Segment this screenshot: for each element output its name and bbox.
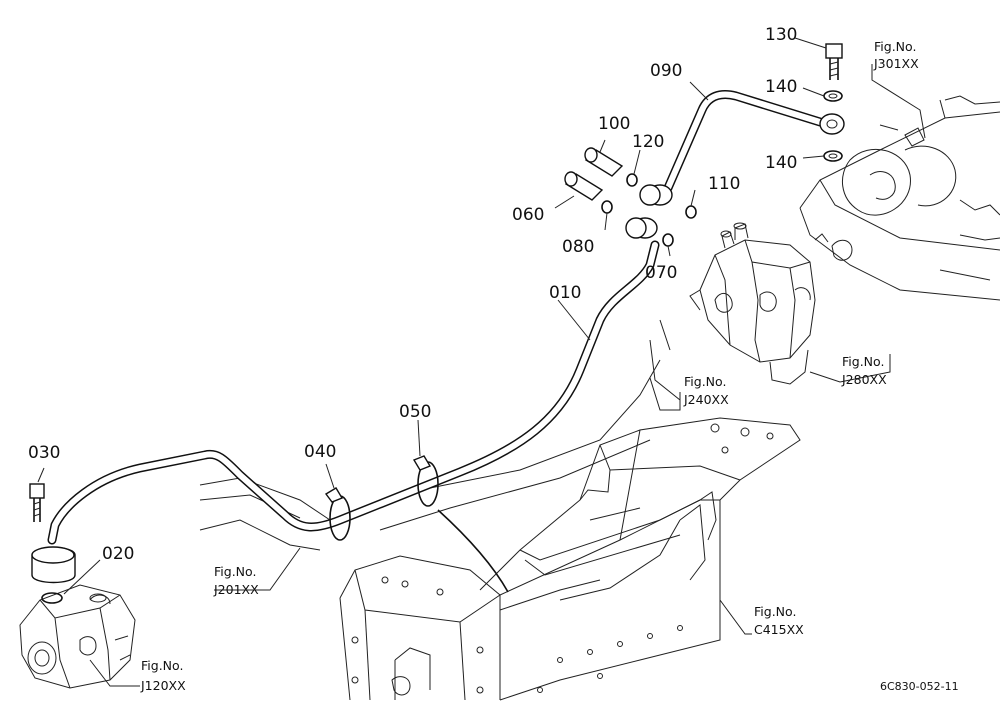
bolt-100 [584,147,624,177]
washer-140-upper [823,90,843,102]
o-ring-020 [41,592,63,604]
fig-ref-j301: J301XX [873,56,919,71]
fig-label-j120: Fig.No. [141,658,183,673]
washer-140-lower [823,150,843,162]
o-ring-080 [601,200,613,214]
fig-ref-j240: J240XX [683,392,729,407]
part-number-060: 060 [512,205,544,225]
part-number-050: 050 [399,402,431,422]
fig-label-j240: Fig.No. [684,374,726,389]
part-number-110: 110 [708,174,740,194]
transmission-frame [339,417,801,701]
leader-lines [37,37,926,687]
bolt-060 [564,171,604,201]
hydraulic-cylinder-case [799,95,1000,301]
fig-ref-c415: C415XX [754,622,804,637]
clamp-mount-arrow [437,509,509,593]
o-ring-120 [626,173,638,187]
clamp-050 [412,455,439,507]
hydraulic-pump [19,584,136,689]
part-number-030: 030 [28,443,60,463]
fig-label-c415: Fig.No. [754,604,796,619]
part-number-100: 100 [598,114,630,134]
fig-label-j280: Fig.No. [842,354,884,369]
part-number-020: 020 [102,544,134,564]
part-number-120: 120 [632,132,664,152]
pipe-block [31,546,76,584]
pipe-010 [47,240,660,545]
part-number-080: 080 [562,237,594,257]
part-number-090: 090 [650,61,682,81]
fig-ref-j120: J120XX [140,678,186,693]
fig-label-j301: Fig.No. [874,39,916,54]
part-number-070: 070 [645,263,677,283]
bolt-130 [825,43,843,80]
pipe-090 [663,90,825,193]
part-number-010: 010 [549,283,581,303]
control-valve [689,222,816,385]
fig-ref-j201: J201XX [213,582,259,597]
drawing-code: 6C830-052-11 [880,680,959,693]
part-number-040: 040 [304,442,336,462]
pipe-fittings [625,113,845,239]
o-ring-070 [662,233,674,247]
bolt-030 [29,483,45,522]
clamp-040 [324,487,351,541]
o-ring-110 [685,205,697,219]
part-number-140-upper: 140 [765,77,797,97]
fig-ref-j280: J280XX [841,372,887,387]
fig-label-j201: Fig.No. [214,564,256,579]
part-number-130: 130 [765,25,797,45]
part-number-140-lower: 140 [765,153,797,173]
